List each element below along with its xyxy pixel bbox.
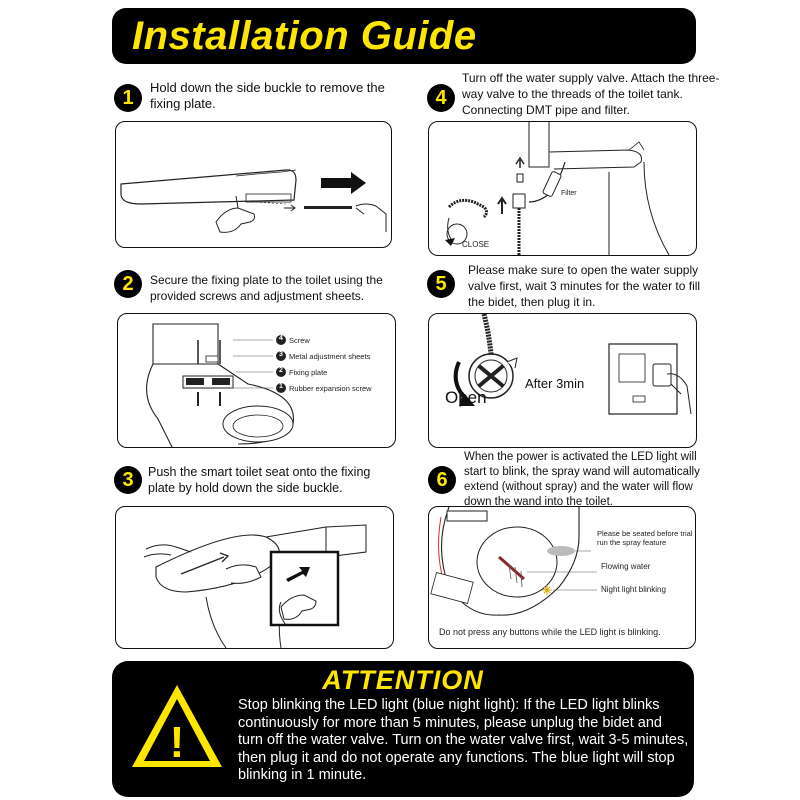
step-6-text: When the power is activated the LED ligh… [464,451,700,508]
step-4-panel: Filter CLOSE [428,121,697,256]
step-4-text: Turn off the water supply valve. Attach … [462,71,720,117]
label-num-screw: 4 [279,335,283,342]
step-3-illustration [143,524,367,648]
step-5-panel: Open After 3min [428,313,697,448]
label-close: CLOSE [462,240,490,249]
attention-title: ATTENTION [322,665,484,695]
label-seated: Please be seated before trial run the sp… [597,529,693,547]
label-num-plate: 2 [279,367,283,374]
label-fixing-plate: Fixing plate [289,368,328,377]
label-screw: Screw [289,336,310,345]
attention-box: ATTENTION ! Stop blinking the LED light … [112,661,694,797]
step-5-badge: 5 [427,270,455,298]
label-night-light: Night light blinking [601,585,666,594]
step-5-illustration [453,314,692,415]
step-6-badge: 6 [428,466,456,494]
step-5-text: Please make sure to open the water suppl… [468,263,701,309]
step-6-panel: Please be seated before trial run the sp… [428,506,696,649]
step-1-badge: 1 [114,84,142,112]
step-3-badge: 3 [114,466,142,494]
page-title: Installation Guide [132,14,477,58]
step-2-badge: 2 [114,270,142,298]
label-open: Open [445,388,487,407]
label-flowing-water: Flowing water [601,562,651,571]
step-1-text: Hold down the side buckle to remove the … [150,80,385,111]
step-3-panel [115,506,394,649]
attention-text: Stop blinking the LED light (blue night … [238,697,689,784]
step-1-panel [115,121,392,248]
step-4-badge: 4 [427,84,455,112]
step-2-text: Secure the fixing plate to the toilet us… [150,273,383,303]
warning-icon-mark: ! [170,718,185,767]
label-num-metal: 3 [279,351,283,358]
label-metal-sheets: Metal adjustment sheets [289,352,371,361]
step-1-illustration [120,169,387,233]
label-after-3min: After 3min [525,376,585,391]
header-banner: Installation Guide [112,8,696,64]
label-filter: Filter [561,190,577,197]
label-no-press-note: Do not press any buttons while the LED l… [439,627,661,637]
step-2-illustration [146,323,294,447]
step-2-panel: 4 3 2 1 Screw Metal adjustment sheets Fi… [117,313,396,448]
step-4-illustration [445,122,670,255]
step-6-illustration [430,507,597,616]
label-rubber-screw: Rubber expansion screw [289,384,372,393]
warning-icon: ! [132,685,222,767]
step-3-text: Push the smart toilet seat onto the fixi… [148,465,371,495]
label-num-rubber: 1 [279,383,283,390]
